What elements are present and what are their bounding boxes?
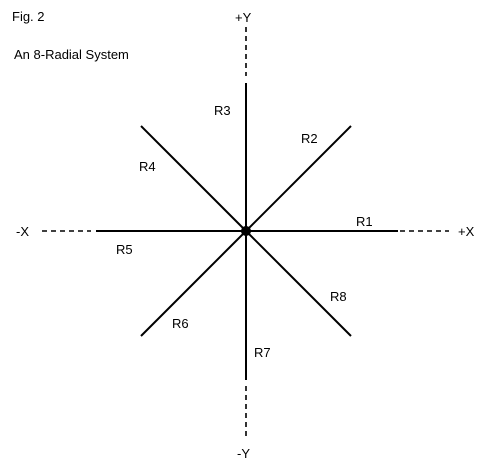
pos-y-label: +Y (235, 10, 252, 25)
center-feedpoint-dot (241, 226, 251, 236)
radial-r3-label: R3 (214, 103, 231, 118)
figure-number: Fig. 2 (12, 9, 45, 24)
pos-x-label: +X (458, 224, 475, 239)
radial-r7-label: R7 (254, 345, 271, 360)
neg-x-label: -X (16, 224, 29, 239)
figure-title: An 8-Radial System (14, 47, 129, 62)
radial-r6-line (140, 230, 247, 337)
radial-r8-label: R8 (330, 289, 347, 304)
radial-r4-label: R4 (139, 159, 156, 174)
radial-r1-label: R1 (356, 214, 373, 229)
radial-r5-label: R5 (116, 242, 133, 257)
radial-r2-label: R2 (301, 131, 318, 146)
radial-r8-line (245, 230, 352, 337)
radial-r6-label: R6 (172, 316, 189, 331)
radial-r4-line (140, 125, 247, 232)
radial-r2-line (245, 125, 352, 232)
neg-y-label: -Y (237, 446, 250, 461)
